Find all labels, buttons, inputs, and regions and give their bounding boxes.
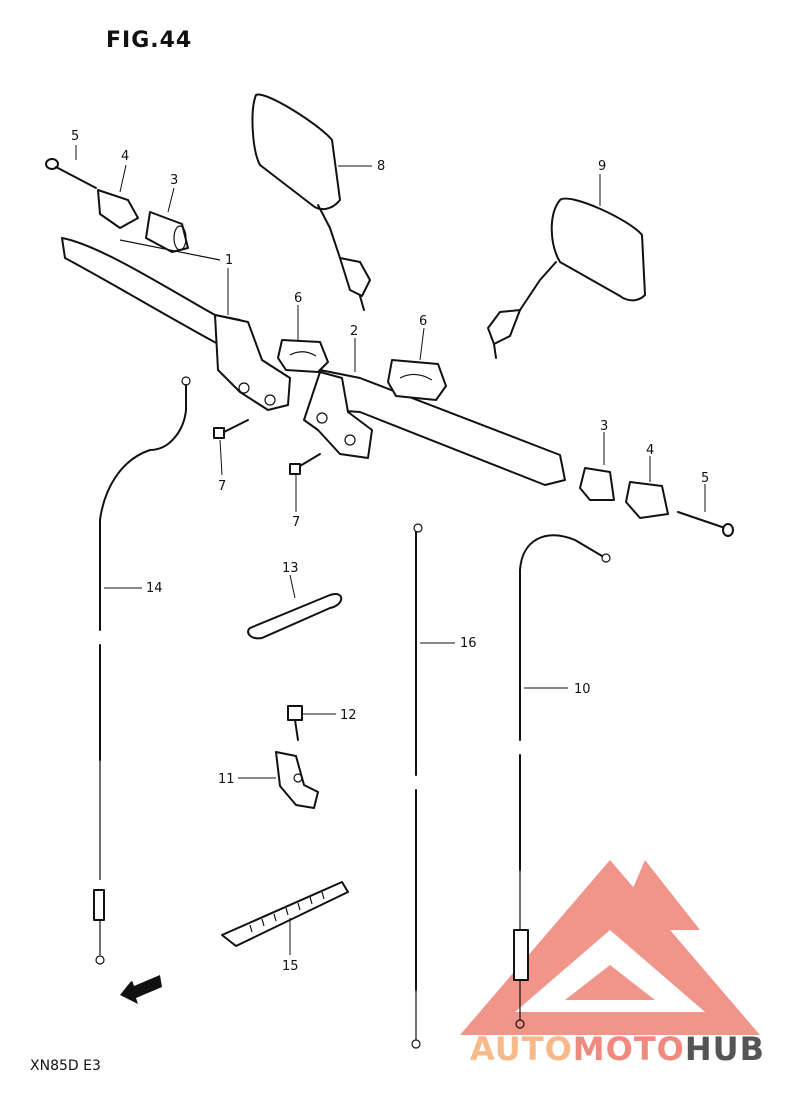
bracket-11	[275, 751, 319, 809]
watermark-moto: MOTO	[572, 1030, 685, 1068]
callout-11: 11	[218, 772, 235, 787]
callout-16: 16	[460, 636, 477, 651]
handlebar-left	[61, 237, 291, 411]
cable-clip	[247, 593, 343, 640]
watermark-auto: AUTO	[470, 1030, 573, 1068]
cable-band	[221, 881, 349, 947]
watermark-logo-icon	[460, 860, 760, 1035]
handlebar-right	[303, 369, 566, 486]
callout-6-right: 6	[419, 314, 428, 329]
leader-lines	[75, 145, 706, 955]
bolt-left	[213, 419, 249, 439]
bolt-12	[287, 705, 303, 741]
callout-8: 8	[377, 159, 386, 174]
throttle-cable-a	[411, 523, 423, 1049]
callout-3-right: 3	[600, 419, 609, 434]
callout-9: 9	[598, 159, 607, 174]
watermark-hub: HUB	[684, 1030, 766, 1068]
watermark-text: AUTOMOTOHUB	[470, 1030, 765, 1068]
callout-7-right: 7	[292, 515, 301, 530]
callout-5-left: 5	[71, 129, 80, 144]
callout-15: 15	[282, 959, 299, 974]
mirror-left	[251, 93, 371, 311]
callout-6-left: 6	[294, 291, 303, 306]
callout-3-left: 3	[170, 173, 179, 188]
handlebar-holder-left	[277, 339, 329, 373]
clutch-cable	[93, 376, 191, 965]
throttle-cable-b	[513, 534, 611, 1029]
callout-14: 14	[146, 581, 163, 596]
mirror-right	[487, 197, 646, 359]
callout-4-right: 4	[646, 443, 655, 458]
right-bar-end-parts	[579, 467, 734, 537]
callout-1: 1	[225, 253, 234, 268]
callout-7-left: 7	[218, 479, 227, 494]
callout-12: 12	[340, 708, 357, 723]
callout-5-right: 5	[701, 471, 710, 486]
callout-4-left: 4	[121, 149, 130, 164]
bolt-right	[289, 453, 321, 475]
callout-10: 10	[574, 682, 591, 697]
figure-title: FIG.44	[106, 28, 193, 53]
callout-13: 13	[282, 561, 299, 576]
handlebar-holder-right	[387, 359, 447, 401]
model-code: XN85D E3	[30, 1058, 101, 1074]
callout-2: 2	[350, 324, 359, 339]
fwd-arrow-icon	[120, 975, 162, 1004]
left-bar-end-parts	[45, 158, 221, 261]
